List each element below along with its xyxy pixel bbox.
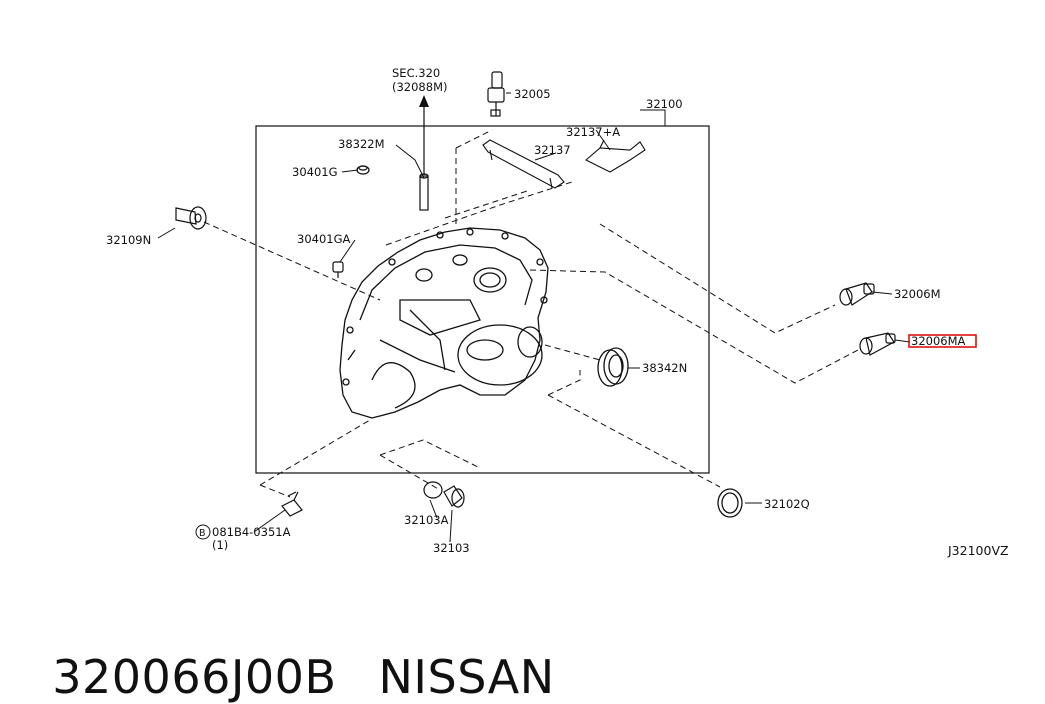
label-38342N: 38342N	[642, 361, 687, 375]
assembly-boundary-box	[255, 125, 710, 474]
label-32137: 32137	[534, 143, 571, 157]
label-32103: 32103	[433, 541, 470, 555]
o-ring-32103A-icon	[423, 481, 443, 499]
solid-leader-lines	[157, 92, 911, 543]
bolt-code-circle	[195, 524, 211, 540]
sensor-32005-icon	[487, 71, 505, 117]
transmission-case-icon	[339, 227, 549, 419]
label-bolt-letter: B	[199, 528, 206, 539]
target-part-highlight	[908, 334, 977, 348]
label-30401G: 30401G	[292, 165, 338, 179]
label-32137A: 32137+A	[566, 125, 620, 139]
label-bolt-qty: (1)	[212, 538, 228, 552]
sec-ref-arrow	[419, 95, 429, 175]
part-caption: 320066J00B NISSAN	[22, 596, 555, 704]
label-32100: 32100	[646, 97, 683, 111]
label-32006M: 32006M	[894, 287, 941, 301]
plug-30401G-icon	[356, 165, 370, 175]
label-32005: 32005	[514, 87, 551, 101]
callout-labels: SEC.320 (32088M) 32005 32100 38322M 3213…	[106, 66, 1009, 558]
label-32103A: 32103A	[404, 513, 449, 527]
breather-tube-icon	[419, 173, 429, 211]
label-sec-ref-line2: (32088M)	[392, 80, 447, 94]
exploded-parts-diagram: SEC.320 (32088M) 32005 32100 38322M 3213…	[106, 66, 1009, 558]
plug-30401GA-icon	[332, 261, 344, 278]
oil-seal-38342N-icon	[597, 347, 629, 387]
plug-32109N-icon	[175, 206, 207, 230]
label-bolt-code: 081B4-0351A	[212, 525, 291, 539]
label-30401GA: 30401GA	[297, 232, 350, 246]
seal-ring-32102Q-icon	[717, 488, 743, 518]
bolt-081B4-icon	[281, 491, 303, 517]
caption-brand: NISSAN	[378, 650, 555, 704]
caption-part-number: 320066J00B	[52, 650, 337, 704]
sensor-32006MA-icon	[859, 332, 896, 356]
label-sec-ref-line1: SEC.320	[392, 66, 440, 80]
bracket-32137-icon	[482, 139, 565, 189]
label-38322M: 38322M	[338, 137, 385, 151]
label-32109N: 32109N	[106, 233, 151, 247]
sensor-32006M-icon	[839, 282, 875, 306]
dashed-leader-lines	[203, 129, 859, 498]
label-diagram-code: J32100VZ	[947, 543, 1009, 558]
plug-32103-icon	[443, 485, 465, 508]
label-32006MA: 32006MA	[911, 334, 966, 348]
plate-32137A-icon	[585, 139, 646, 173]
label-32102Q: 32102Q	[764, 497, 810, 511]
